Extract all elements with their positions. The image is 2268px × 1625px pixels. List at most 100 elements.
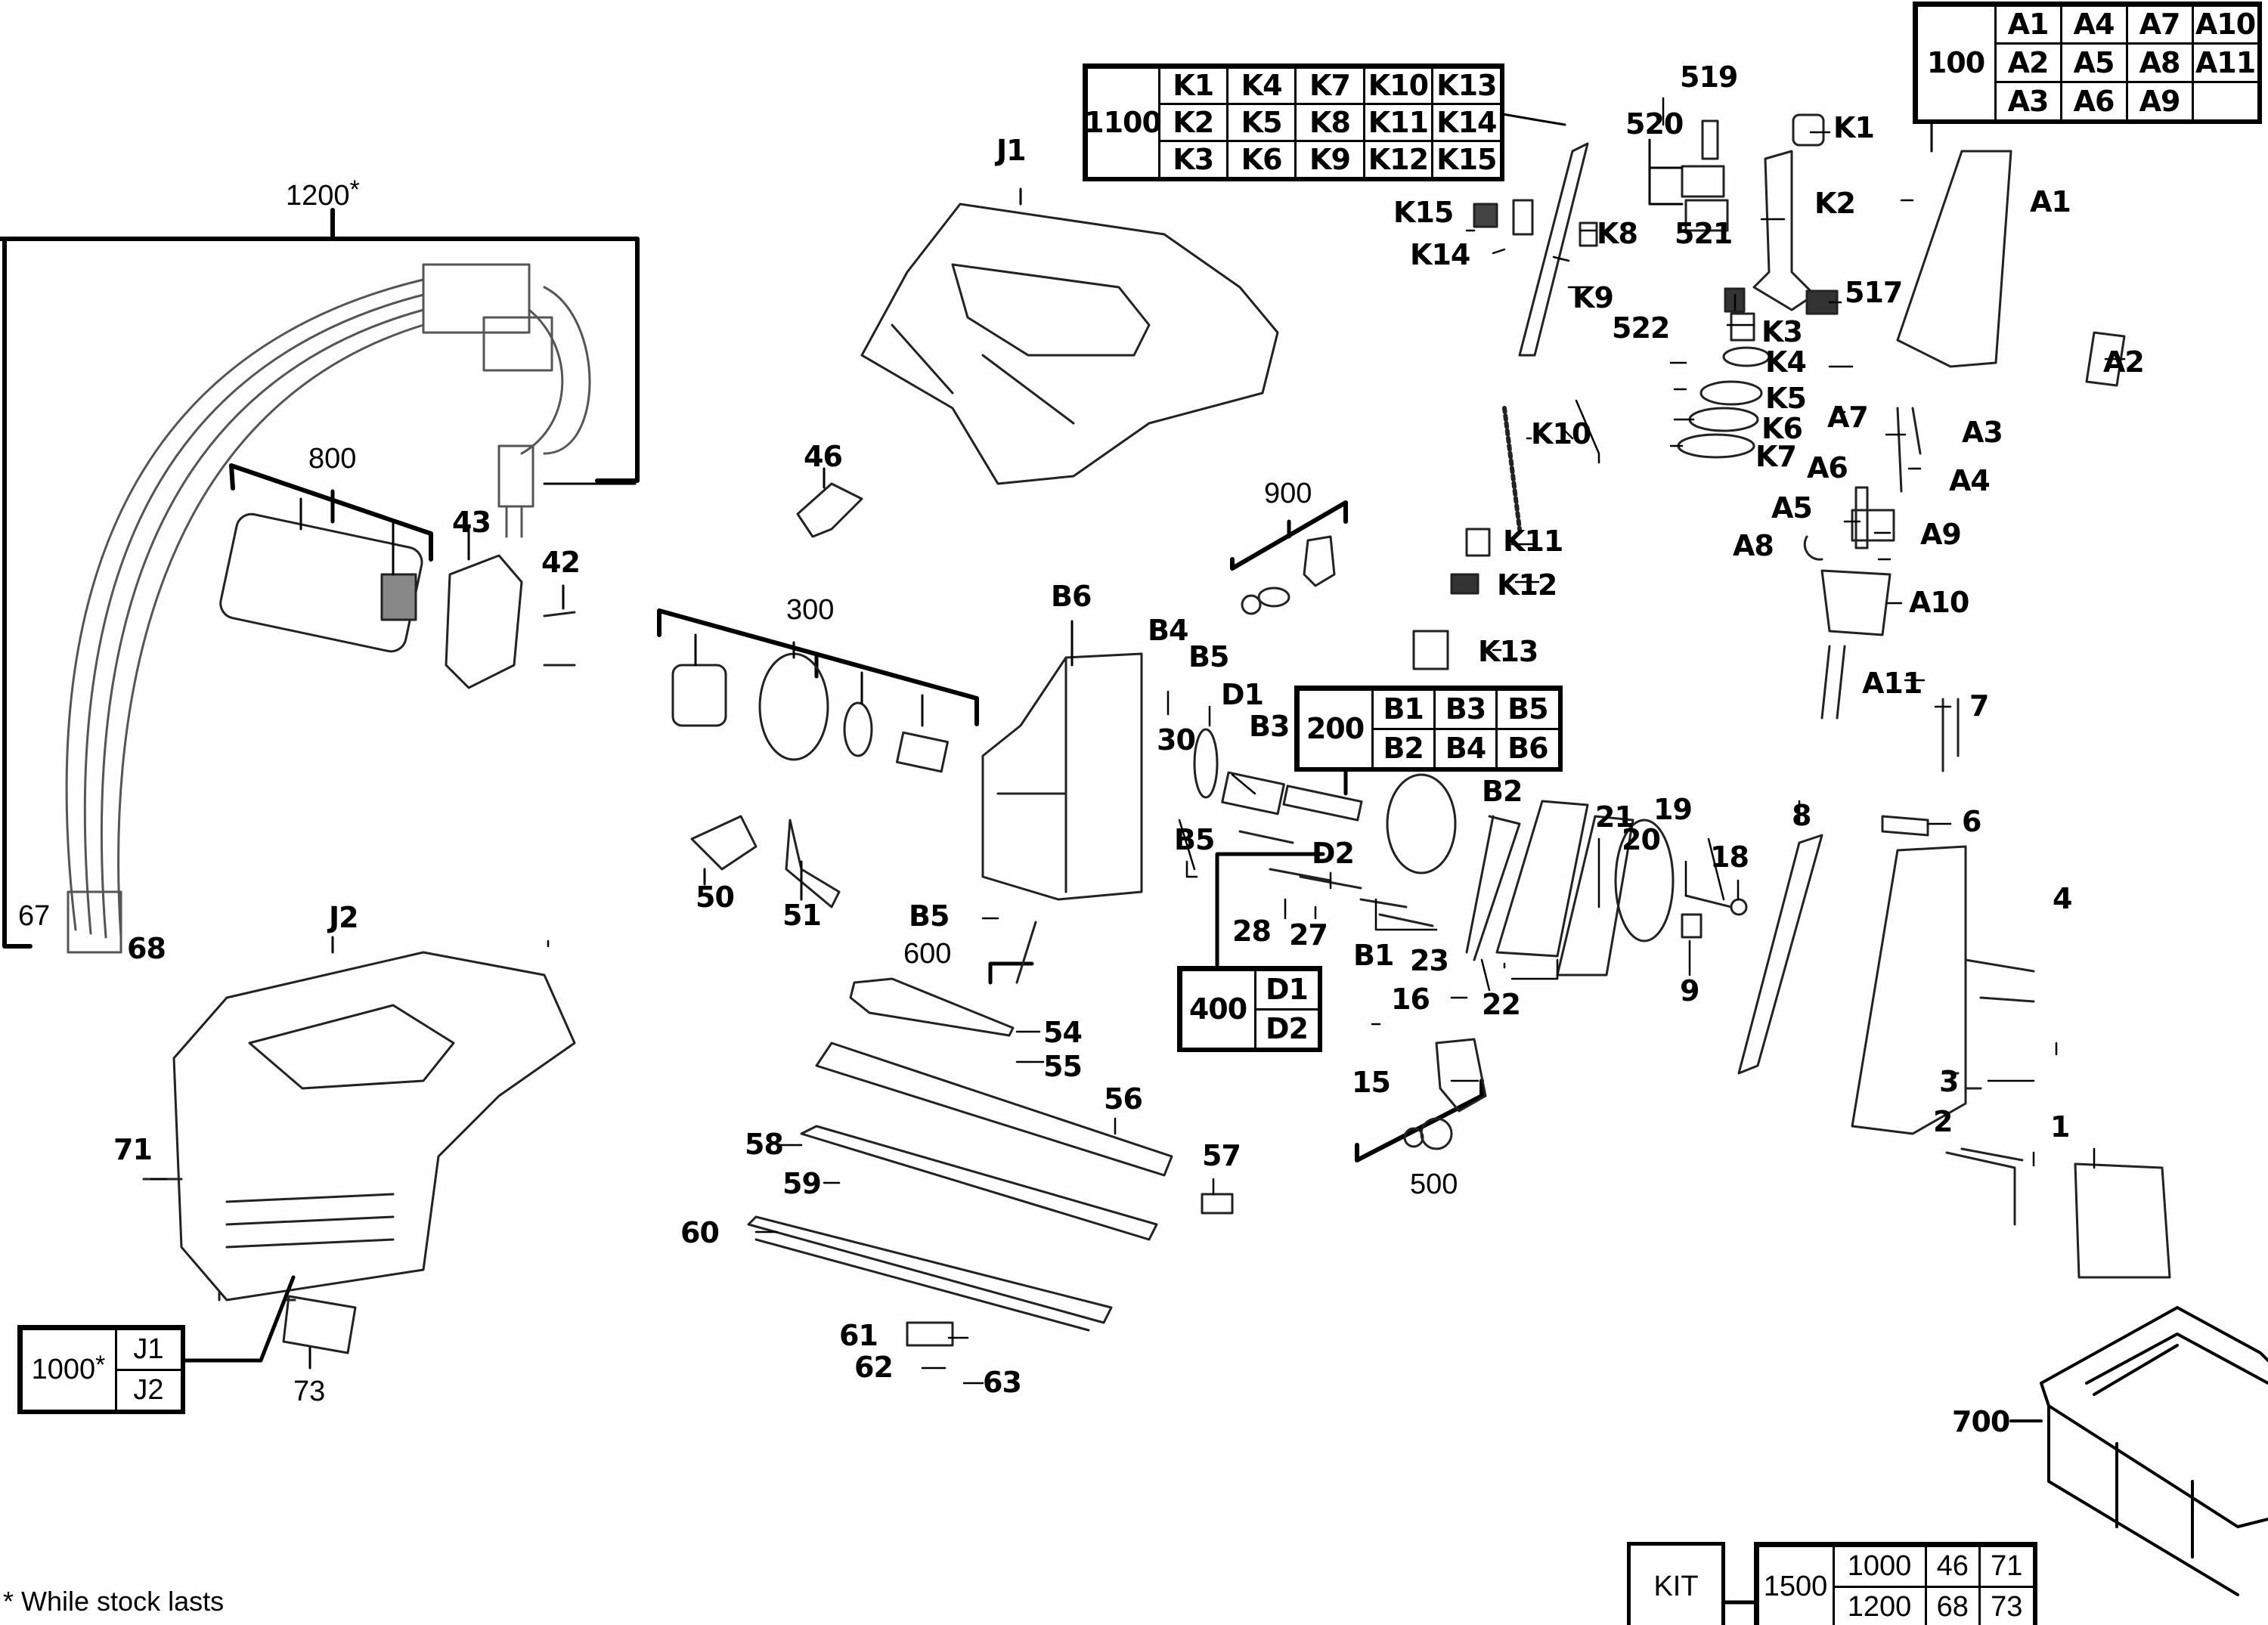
part-label-519: 519: [1680, 60, 1738, 94]
part-label-61: 61: [839, 1319, 878, 1352]
kit-item: A2: [1994, 42, 2062, 83]
part-label-A3: A3: [1962, 416, 2003, 449]
part-label-521: 521: [1675, 217, 1733, 250]
part-21: [1614, 819, 1675, 942]
part-label-19: 19: [1653, 793, 1693, 826]
kit-item: D2: [1253, 1008, 1320, 1050]
part-label-7: 7: [1969, 689, 1989, 723]
part-label-68: 68: [127, 932, 166, 965]
part-label-K1: K1: [1833, 111, 1875, 144]
part-1: [2074, 1162, 2171, 1279]
part-label-B2: B2: [1482, 775, 1523, 808]
kit-id: 1500: [1756, 1544, 1835, 1625]
kit-box-1100: 1100 K1 K4 K7 K10 K13 K2 K5 K8 K11 K14 K…: [1083, 63, 1504, 181]
part-label-3: 3: [1939, 1065, 1959, 1098]
kit-id-text: 1000: [31, 1353, 96, 1385]
kit-item: K10: [1362, 66, 1434, 106]
part-label-A10: A10: [1909, 586, 1969, 619]
kit-item: A3: [1994, 80, 2062, 122]
part-label-A6: A6: [1807, 451, 1848, 484]
part-label-23: 23: [1410, 944, 1449, 977]
group-label-1200: 1200*: [286, 177, 360, 210]
k-assembly: [1412, 112, 1598, 670]
kit-box-1500: 1500 1000 46 71 1200 68 73: [1754, 1542, 2037, 1625]
part-label-A11: A11: [1862, 667, 1923, 700]
group-500: [1355, 1038, 1487, 1162]
part-label-4: 4: [2053, 882, 2072, 915]
kit-item: K4: [1225, 66, 1297, 106]
part-label-A7: A7: [1827, 401, 1869, 434]
kit-label-box: KIT: [1627, 1542, 1725, 1625]
group-label-900: 900: [1264, 478, 1312, 509]
part-label-K3: K3: [1761, 315, 1803, 348]
part-label-A8: A8: [1733, 529, 1774, 562]
part-label-B5: B5: [1188, 640, 1229, 673]
kit-box-100: 100 A1 A4 A7 A10 A2 A5 A8 A11 A3 A6 A9: [1913, 2, 2262, 124]
part-label-520: 520: [1625, 107, 1684, 141]
kit-label: KIT: [1653, 1570, 1699, 1602]
kit-item: K1: [1157, 66, 1228, 106]
part-label-28: 28: [1232, 915, 1272, 948]
part-2: [1945, 1147, 2024, 1226]
part-label-55: 55: [1043, 1050, 1083, 1083]
kit-item: D1: [1253, 968, 1320, 1011]
part-73: [282, 1295, 357, 1354]
kit-item: 46: [1924, 1544, 1981, 1588]
leader-lines: [150, 97, 2126, 1385]
kit-item: B2: [1371, 727, 1436, 769]
group-label-300: 300: [786, 594, 835, 626]
part-label-B4: B4: [1148, 614, 1188, 647]
part-label-K13: K13: [1478, 635, 1538, 668]
kit-box-1000: 1000* J1 J2: [17, 1325, 185, 1414]
part-label-K12: K12: [1497, 568, 1557, 602]
part-label-9: 9: [1680, 974, 1699, 1008]
housing-j2: [119, 936, 576, 1363]
footnote-text: While stock lasts: [21, 1586, 225, 1617]
part-label-15: 15: [1352, 1066, 1391, 1099]
part-label-522: 522: [1612, 311, 1670, 345]
kit-item: A7: [2125, 4, 2194, 45]
kit-item: A4: [2059, 4, 2128, 45]
part-label-A9: A9: [1920, 518, 1962, 551]
part-label-A5: A5: [1771, 491, 1813, 525]
part-label-50: 50: [696, 881, 735, 914]
kit-item: B5: [1495, 688, 1560, 730]
part-label-K5: K5: [1765, 382, 1807, 415]
kit-item: K5: [1225, 103, 1297, 142]
kit-item: K7: [1294, 66, 1365, 106]
group-label-800: 800: [308, 443, 357, 475]
kit-item: A5: [2059, 42, 2128, 83]
part-46: [796, 482, 863, 538]
star-mark: *: [95, 1350, 106, 1379]
part-label-B3: B3: [1249, 710, 1290, 743]
part-label-B5: B5: [909, 899, 950, 933]
part-label-K14: K14: [1410, 238, 1470, 271]
part-label-K11: K11: [1503, 525, 1563, 558]
frame-b6: [981, 620, 1143, 901]
part-label-K10: K10: [1531, 417, 1591, 450]
part-8: [1737, 834, 1823, 1075]
part-label-700: 700: [1952, 1405, 2010, 1438]
part-label-A4: A4: [1949, 464, 1991, 497]
gear-housing-43: [445, 528, 576, 689]
part-label-A1: A1: [2030, 185, 2071, 218]
kit-id: 1100: [1084, 66, 1162, 179]
part-label-D1: D1: [1221, 678, 1264, 711]
kit-item: K12: [1362, 139, 1434, 179]
part-label-B1: B1: [1353, 939, 1394, 972]
part-label-J2: J2: [329, 901, 359, 934]
part-label-42: 42: [541, 546, 581, 579]
footnote-star: *: [3, 1586, 14, 1617]
bracket-1200: [0, 208, 640, 949]
kit-item: 1000: [1832, 1544, 1927, 1588]
shafts: [1193, 728, 1457, 927]
part-label-1: 1: [2050, 1110, 2070, 1144]
part-label-16: 16: [1391, 983, 1430, 1016]
part-label-54: 54: [1043, 1016, 1083, 1049]
a-assembly: [1803, 108, 2126, 720]
part-label-J1: J1: [996, 134, 1027, 167]
kit-item: 71: [1978, 1544, 2035, 1588]
part-label-A2: A2: [2103, 345, 2145, 379]
kit-item: K9: [1294, 139, 1365, 179]
kit-item: K2: [1157, 103, 1228, 142]
